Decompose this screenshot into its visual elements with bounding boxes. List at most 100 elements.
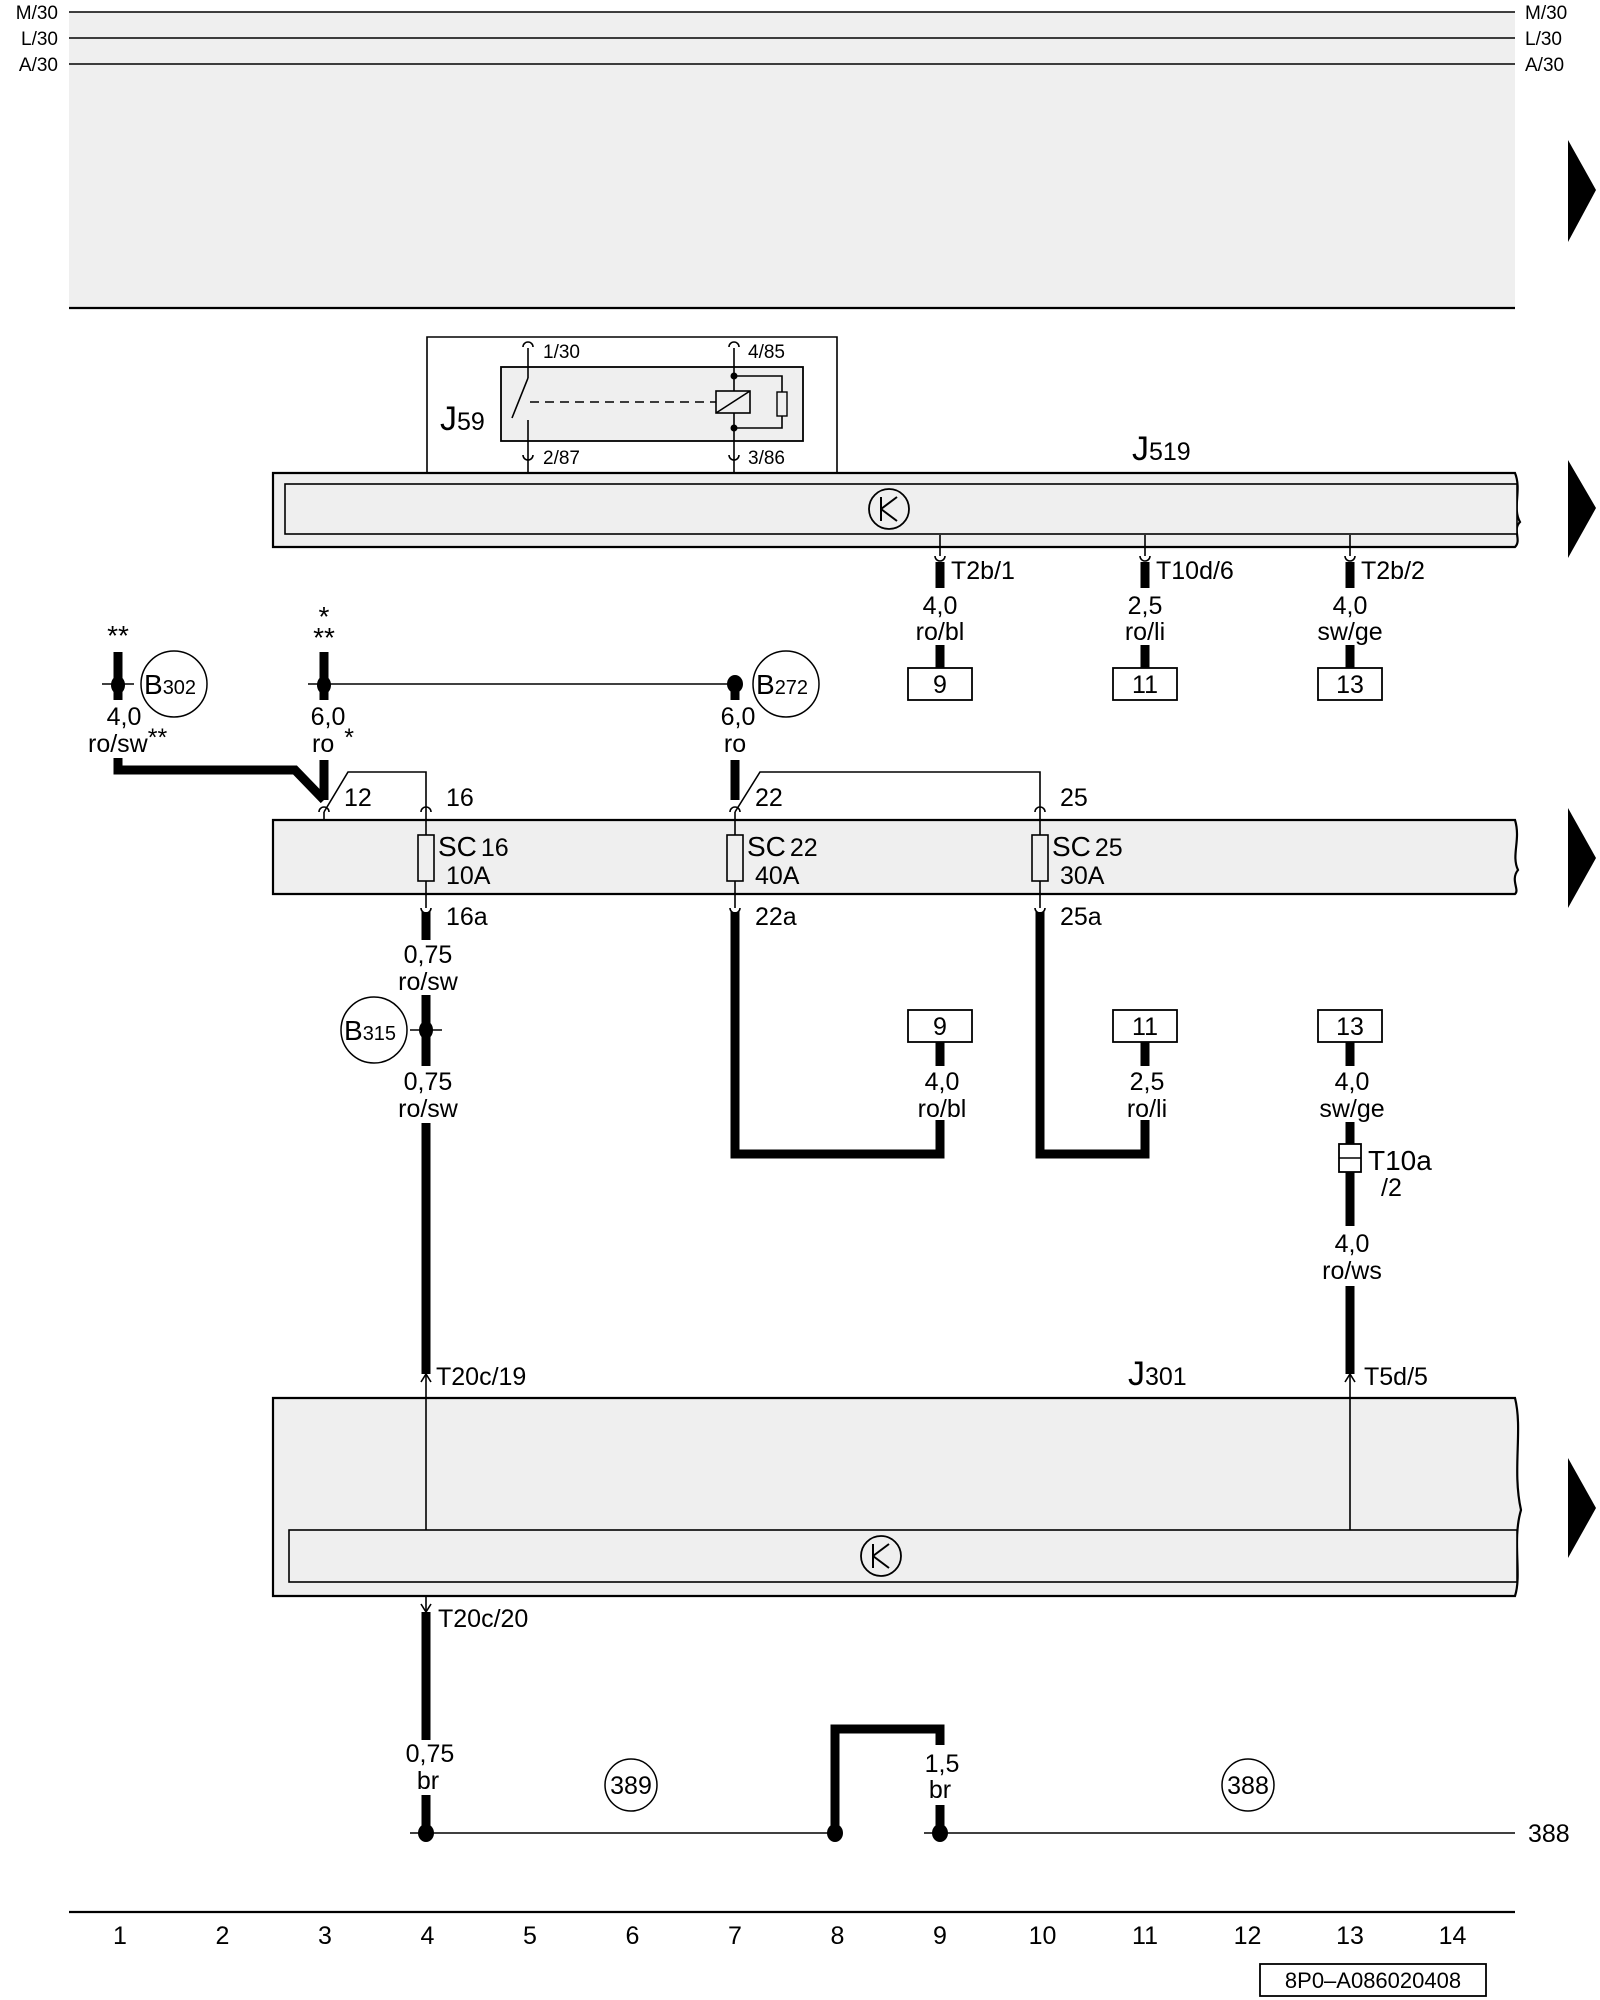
b302-feed-wire	[113, 758, 328, 804]
t10a-sub: /2	[1381, 1174, 1402, 1202]
j519-pin-t2b2: T2b/2	[1361, 557, 1425, 585]
fuse-sc22	[726, 834, 744, 882]
pin-mark	[1344, 555, 1356, 562]
ground-point-388-label: 388	[1227, 1772, 1269, 1800]
column-number: 3	[318, 1922, 332, 1950]
relay-node-1	[730, 372, 738, 380]
transistor-icon-line	[880, 496, 898, 510]
ref-box-9-bottom	[907, 1009, 973, 1043]
column-number: 12	[1234, 1922, 1262, 1950]
pin-mark	[729, 806, 741, 813]
pin-mark	[420, 806, 432, 813]
b302-label: B302	[144, 669, 196, 700]
j301-pin-t20c19: T20c/19	[436, 1363, 526, 1391]
continuation-arrow-2	[1568, 460, 1596, 558]
j519-outputs: T2b/1 T10d/6 T2b/2 4,0 ro/bl 2,5 ro/li 4…	[907, 535, 1425, 701]
sc16-lower-color: ro/sw	[398, 1095, 459, 1123]
b302-node	[111, 676, 125, 694]
bus-label-right-m30: M/30	[1525, 3, 1567, 24]
b315-label: B315	[344, 1015, 396, 1046]
j301-inner	[288, 1529, 1518, 1583]
transistor-icon-line	[872, 1543, 890, 1557]
column-number: 13	[1336, 1922, 1364, 1950]
transistor-icon	[860, 1535, 902, 1577]
sc16-upper-size: 0,75	[404, 941, 453, 969]
relay-switch-contact	[511, 377, 529, 419]
wire-color: ro/bl	[916, 618, 965, 646]
continuation-arrow-3	[1568, 808, 1596, 908]
fuse-block-body	[271, 818, 1520, 896]
j519-label: J519	[1132, 430, 1191, 468]
col13-lower-color: ro/ws	[1322, 1257, 1382, 1285]
ref-box-label: 11	[1132, 671, 1158, 699]
splice-b302: ** B302 4,0 ro/sw**	[88, 620, 328, 804]
j301-label: J301	[1128, 1355, 1187, 1393]
transistor-icon-line	[880, 508, 898, 522]
b272-color: ro	[724, 730, 746, 758]
fuse-sc22-rating: 40A	[755, 862, 800, 890]
col13-lower-size: 4,0	[1335, 1230, 1370, 1258]
pin-mark	[1034, 806, 1046, 813]
marker-double-star: **	[107, 620, 129, 651]
pin-mark	[420, 1372, 432, 1383]
ground-section: 0,75 br 1,5 br 389 388 388	[406, 1612, 1570, 1848]
t10a-label: T10a	[1368, 1145, 1432, 1176]
relay-pin-4-85: 4/85	[748, 342, 785, 363]
bus-label-left-l30: L/30	[21, 29, 58, 50]
fuse-out-22a: 22a	[755, 903, 797, 931]
ref-box-label: 11	[1132, 1013, 1158, 1041]
bus-label-right-l30: L/30	[1525, 29, 1562, 50]
wire-color: sw/ge	[1317, 618, 1382, 646]
fuse-bridge-22-25	[734, 771, 1041, 813]
b272-circle	[752, 650, 820, 718]
b302-color: ro/sw**	[88, 724, 167, 758]
b272-size: 6,0	[721, 703, 756, 731]
marker-star: *	[319, 601, 330, 632]
b315-circle	[340, 996, 408, 1064]
ground-point-389-label: 389	[610, 1772, 652, 1800]
fuse-sc16-rating: 10A	[446, 862, 491, 890]
wire-size: 4,0	[923, 592, 958, 620]
fuse-sc25-rating: 30A	[1060, 862, 1105, 890]
control-unit-j301: T20c/19 T5d/5 J301 T20c/20	[271, 1355, 1523, 1633]
relay-pin-2-87: 2/87	[543, 448, 580, 469]
fuse-sc16	[417, 834, 435, 882]
wire-size: 4,0	[1333, 592, 1368, 620]
wire-size: 2,5	[1128, 592, 1163, 620]
column-number: 10	[1029, 1922, 1057, 1950]
sc25-size: 2,5	[1130, 1068, 1165, 1096]
column-number: 7	[728, 1922, 742, 1950]
column-number: 1	[113, 1922, 127, 1950]
column-number: 9	[933, 1922, 947, 1950]
ground-point-388	[1221, 1758, 1275, 1812]
b302-size: 4,0	[107, 703, 142, 731]
ref-box-label: 9	[933, 671, 947, 699]
column-number: 8	[831, 1922, 845, 1950]
column-number: 14	[1439, 1922, 1467, 1950]
column-number: 6	[626, 1922, 640, 1950]
wire-color: ro/li	[1125, 618, 1165, 646]
sc22-wire-route	[730, 912, 945, 1159]
ground-bridge	[830, 1724, 945, 1833]
sc16-upper-color: ro/sw	[398, 968, 459, 996]
j519-pin-t10d6: T10d/6	[1156, 557, 1234, 585]
ref-box-label: 9	[933, 1013, 947, 1041]
ground-node-1	[418, 1824, 434, 1842]
j301-pin-t20c20: T20c/20	[438, 1605, 528, 1633]
col13-upper-color: sw/ge	[1319, 1095, 1384, 1123]
continuation-arrow-4	[1568, 1458, 1596, 1558]
fuse-in-pin-16: 16	[446, 784, 474, 812]
relay-coil-slash	[715, 390, 751, 414]
splice-b272: B272 6,0 ro	[721, 650, 820, 800]
col13-upper-size: 4,0	[1335, 1068, 1370, 1096]
column-number: 5	[523, 1922, 537, 1950]
relay-diode	[776, 391, 788, 417]
feed-wire-size: 6,0	[311, 703, 346, 731]
column-number: 11	[1132, 1922, 1158, 1950]
document-id-box	[1259, 1963, 1487, 1997]
pin-mark	[522, 454, 534, 461]
relay-j59: 1/30 4/85 2/87 3/86 J59	[426, 336, 838, 484]
